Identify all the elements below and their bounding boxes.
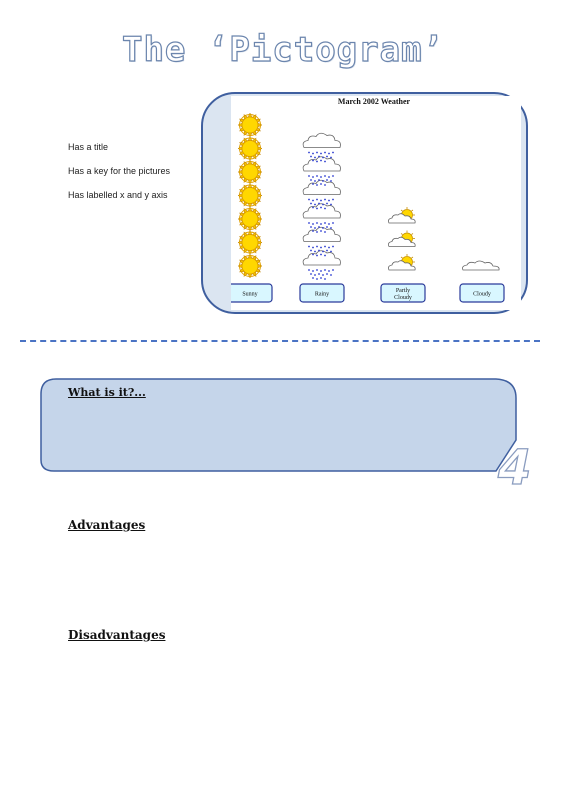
what-is-it-heading: What is it?...	[68, 386, 146, 399]
category-label-box	[231, 283, 273, 303]
category-label: Rainy	[315, 292, 329, 298]
category-label: Partly	[396, 288, 410, 294]
page-title: The ‘Pictogram’	[121, 29, 445, 70]
feature-list: Has a title Has a key for the pictures H…	[68, 140, 170, 212]
page-number: 4	[497, 440, 532, 496]
category-label-box	[459, 283, 505, 303]
category-label: Cloudy	[473, 292, 491, 298]
advantages-heading: Advantages	[68, 518, 146, 532]
category-label: Cloudy	[394, 295, 412, 301]
section-divider	[20, 340, 540, 342]
chart-title: March 2002 Weather	[338, 97, 411, 106]
feature-item: Has a title	[68, 142, 109, 152]
category-label-box	[299, 283, 345, 303]
category-label: Sunny	[242, 292, 257, 298]
disadvantages-heading: Disadvantages	[68, 628, 166, 642]
category-label-box	[380, 283, 426, 303]
what-is-it-callout	[40, 378, 517, 472]
feature-item: Has a key for the pictures	[68, 166, 171, 176]
chart-background	[231, 96, 521, 310]
feature-item: Has labelled x and y axis	[68, 190, 168, 200]
